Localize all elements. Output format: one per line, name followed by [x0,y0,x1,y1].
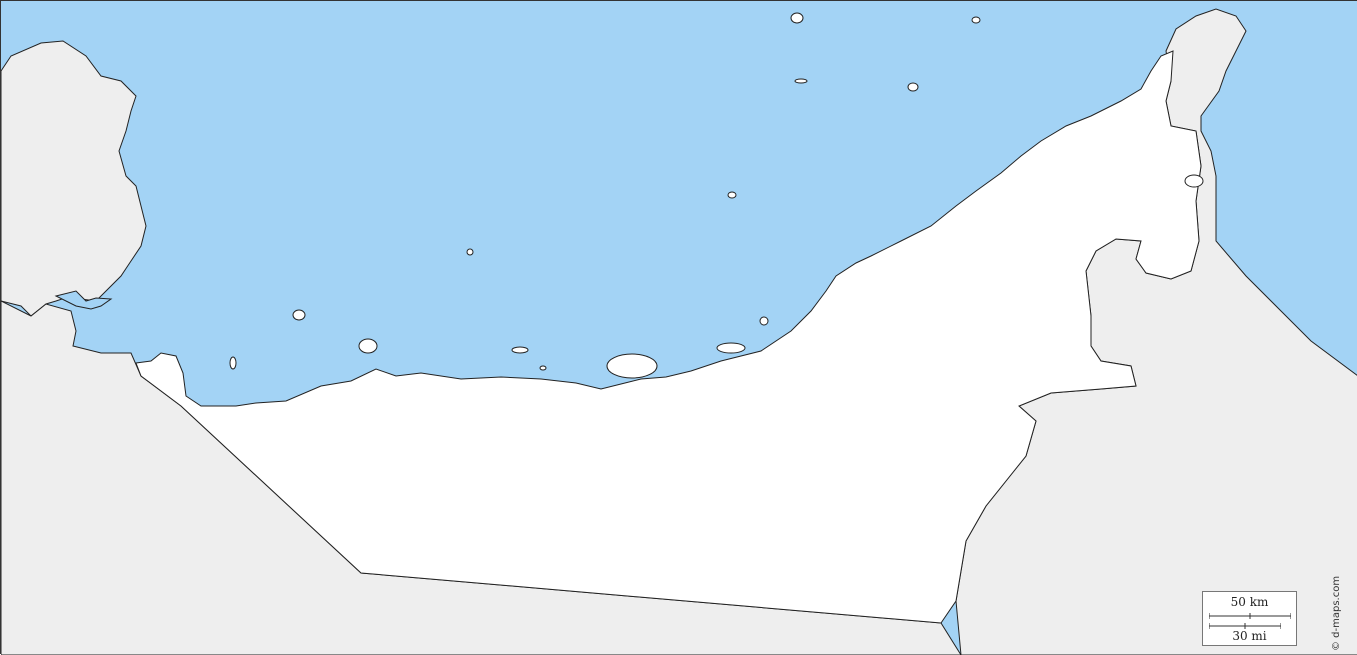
island [1184,174,1204,188]
island [466,248,474,256]
scale-mi-label: 30 mi [1232,629,1267,643]
scale-bar-mi [1209,623,1281,629]
island [539,365,547,371]
qatar-coast [54,290,113,310]
island [229,356,237,370]
island [727,191,737,199]
island [292,309,306,321]
island [907,82,919,92]
scale-km-label: 50 km [1230,595,1269,609]
scale-bar: 50 km 30 mi [1202,591,1297,646]
island [606,353,658,379]
island [358,338,378,354]
uae-land [135,50,1202,624]
island [716,342,746,354]
neighbor-land-south [1,300,962,655]
island [511,346,529,354]
island [794,78,808,84]
island [971,16,981,24]
scale-bar-km [1209,613,1291,619]
islands [229,12,1204,379]
island [790,12,804,24]
credit-label: © d-maps.com [1331,575,1342,651]
island [759,316,769,326]
